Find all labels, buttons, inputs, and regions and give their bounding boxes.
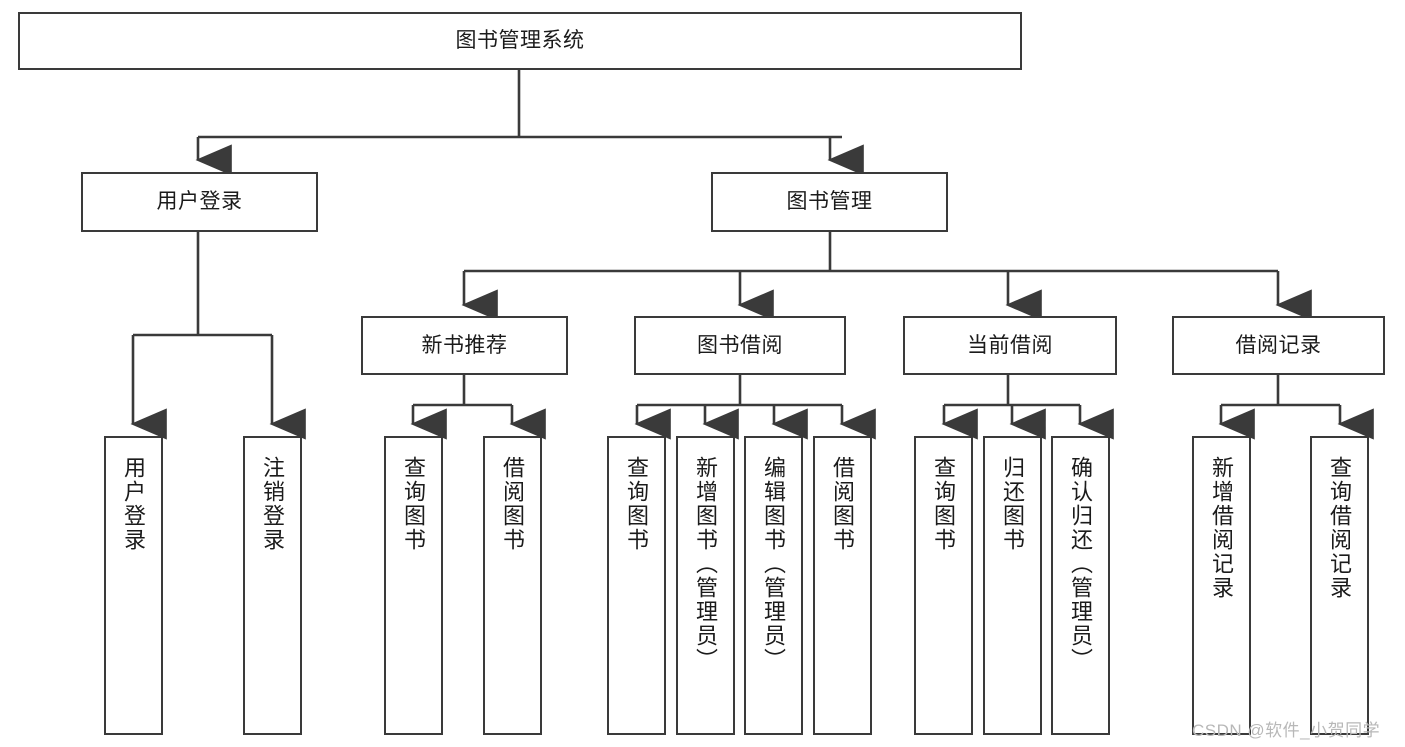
node-current-borrow-label: 当前借阅 — [967, 333, 1053, 357]
leaf-current-borrow-confirm-label: 确认归还（管理员） — [1068, 456, 1094, 672]
watermark-text: CSDN @软件_小贺同学 — [1192, 721, 1381, 740]
node-root[interactable]: 图书管理系统 — [18, 12, 1022, 70]
node-user-login-label: 用户登录 — [156, 190, 243, 214]
node-borrow-record[interactable]: 借阅记录 — [1172, 316, 1385, 375]
leaf-new-book-borrow-label: 借阅图书 — [500, 456, 526, 552]
node-book-management[interactable]: 图书管理 — [711, 172, 948, 232]
leaf-borrow-record-add[interactable]: 新增借阅记录 — [1192, 436, 1251, 735]
leaf-book-borrow-borrow-label: 借阅图书 — [830, 456, 856, 552]
node-book-management-label: 图书管理 — [786, 190, 873, 214]
leaf-book-borrow-edit-label: 编辑图书（管理员） — [761, 456, 787, 672]
node-root-label: 图书管理系统 — [455, 29, 585, 53]
leaf-user-login-signout-label: 注销登录 — [260, 456, 286, 552]
node-current-borrow[interactable]: 当前借阅 — [903, 316, 1117, 375]
leaf-book-borrow-add-label: 新增图书（管理员） — [693, 456, 719, 672]
leaf-current-borrow-return[interactable]: 归还图书 — [983, 436, 1042, 735]
leaf-current-borrow-return-label: 归还图书 — [1000, 456, 1026, 552]
node-new-book-recommend-label: 新书推荐 — [421, 333, 508, 357]
node-book-borrow-label: 图书借阅 — [697, 333, 783, 357]
leaf-user-login-signin[interactable]: 用户登录 — [104, 436, 163, 735]
leaf-current-borrow-confirm[interactable]: 确认归还（管理员） — [1051, 436, 1110, 735]
leaf-borrow-record-query-label: 查询借阅记录 — [1327, 456, 1353, 600]
node-borrow-record-label: 借阅记录 — [1235, 333, 1322, 357]
leaf-current-borrow-query[interactable]: 查询图书 — [914, 436, 973, 735]
leaf-current-borrow-query-label: 查询图书 — [931, 456, 957, 552]
leaf-book-borrow-query-label: 查询图书 — [624, 456, 650, 552]
leaf-new-book-borrow[interactable]: 借阅图书 — [483, 436, 542, 735]
leaf-user-login-signin-label: 用户登录 — [121, 456, 147, 552]
leaf-borrow-record-add-label: 新增借阅记录 — [1209, 456, 1235, 600]
leaf-book-borrow-edit[interactable]: 编辑图书（管理员） — [744, 436, 803, 735]
leaf-borrow-record-query[interactable]: 查询借阅记录 — [1310, 436, 1369, 735]
leaf-user-login-signout[interactable]: 注销登录 — [243, 436, 302, 735]
leaf-book-borrow-query[interactable]: 查询图书 — [607, 436, 666, 735]
node-user-login[interactable]: 用户登录 — [81, 172, 318, 232]
leaf-new-book-query-label: 查询图书 — [401, 456, 427, 552]
leaf-book-borrow-borrow[interactable]: 借阅图书 — [813, 436, 872, 735]
node-book-borrow[interactable]: 图书借阅 — [634, 316, 846, 375]
node-new-book-recommend[interactable]: 新书推荐 — [361, 316, 568, 375]
leaf-new-book-query[interactable]: 查询图书 — [384, 436, 443, 735]
leaf-book-borrow-add[interactable]: 新增图书（管理员） — [676, 436, 735, 735]
